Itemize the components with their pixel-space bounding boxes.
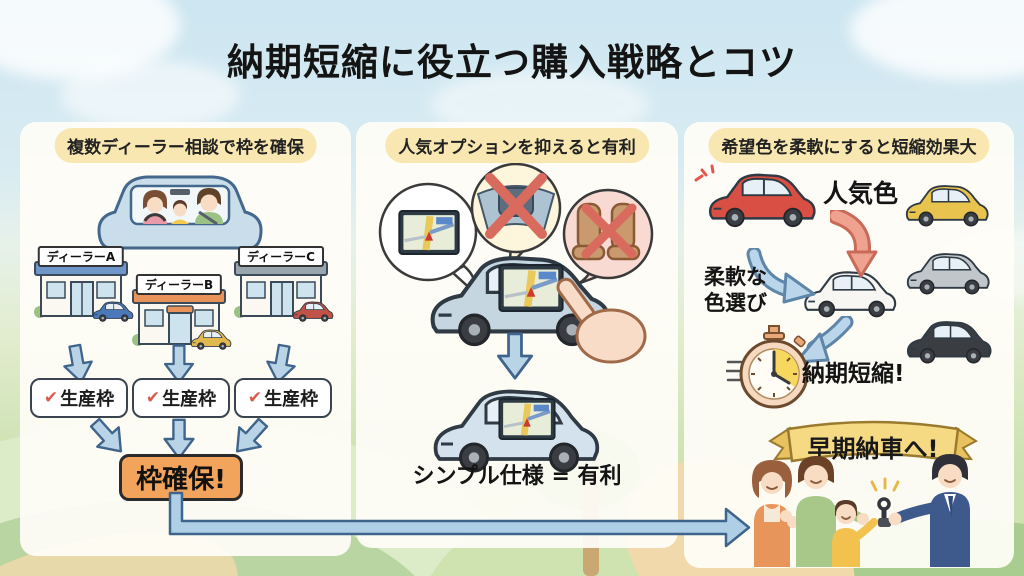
stopwatch-icon bbox=[726, 325, 809, 409]
pointing-hand-icon bbox=[556, 277, 647, 364]
nav-screen-icon bbox=[498, 398, 556, 440]
dealer-a-sign: ディーラーA bbox=[37, 246, 125, 267]
silver-car bbox=[903, 250, 993, 297]
red-x-icon bbox=[485, 173, 547, 239]
slot-label: 生産枠 bbox=[162, 389, 217, 410]
sparkle-icon bbox=[694, 164, 715, 182]
family-car-illustration bbox=[97, 175, 263, 250]
dealer-a: ディーラーA bbox=[33, 246, 129, 322]
dealer-b: ディーラーB bbox=[131, 274, 227, 350]
early-delivery-banner: 早期納車へ! bbox=[768, 414, 978, 474]
shortened-label: 納期短縮! bbox=[802, 361, 905, 387]
dealer-c-car bbox=[291, 300, 335, 323]
production-slot-badge: ✔ 生産枠 bbox=[234, 378, 332, 418]
production-slot-badge: ✔ 生産枠 bbox=[132, 378, 230, 418]
dealer-c-sign: ディーラーC bbox=[238, 246, 324, 267]
popular-color-label: 人気色 bbox=[823, 179, 899, 208]
slot-label: 生産枠 bbox=[60, 389, 115, 410]
dealer-a-car bbox=[91, 300, 135, 323]
dealer-c: ディーラーC bbox=[233, 246, 329, 322]
ribbon-banner-icon bbox=[768, 420, 978, 463]
red-x-icon bbox=[581, 203, 637, 259]
arrow-down-icon bbox=[496, 332, 534, 380]
car-key-icon bbox=[877, 497, 891, 527]
banner-label: 早期納車へ! bbox=[807, 435, 939, 463]
check-icon: ✔ bbox=[43, 388, 59, 408]
check-icon: ✔ bbox=[145, 388, 161, 408]
simple-spec-caption: シンプル仕様 = 有利 bbox=[412, 464, 622, 489]
seats-option-bubble bbox=[562, 188, 654, 288]
panel-header-dealers: 複数ディーラー相談で枠を確保 bbox=[54, 128, 317, 163]
blue-curved-arrow-icon bbox=[794, 316, 854, 364]
panel-header-colors: 希望色を柔軟にすると短縮効果大 bbox=[708, 128, 990, 163]
production-slot-badge: ✔ 生産枠 bbox=[30, 378, 128, 418]
nav-screen-icon bbox=[498, 264, 564, 312]
dealer-b-car bbox=[189, 328, 233, 351]
yellow-car bbox=[902, 182, 992, 229]
panel-flexible-color: 希望色を柔軟にすると短縮効果大 人気色 柔軟な 色選び bbox=[684, 122, 1014, 568]
dealer-b-sign: ディーラーB bbox=[135, 274, 223, 295]
slot-label: 生産枠 bbox=[264, 389, 319, 410]
panel-multiple-dealers: 複数ディーラー相談で枠を確保 ディーラーA bbox=[20, 122, 351, 556]
red-popular-car bbox=[704, 170, 820, 230]
cloud bbox=[60, 60, 240, 130]
page-title: 納期短縮に役立つ購入戦略とコツ bbox=[227, 41, 797, 84]
family-key-handover-illustration bbox=[752, 454, 970, 567]
check-icon: ✔ bbox=[247, 388, 263, 408]
slot-secured-badge: 枠確保! bbox=[119, 454, 243, 501]
sunroof-option-bubble bbox=[470, 162, 562, 273]
panel-header-options: 人気オプションを抑えると有利 bbox=[385, 128, 649, 163]
sparkle-icon bbox=[870, 477, 900, 492]
blue-curved-arrow-icon bbox=[746, 248, 816, 304]
flexible-choice-label: 柔軟な 色選び bbox=[704, 265, 767, 316]
red-curved-arrow-icon bbox=[830, 210, 878, 278]
black-car bbox=[903, 318, 995, 366]
panel-limit-options: 人気オプションを抑えると有利 bbox=[356, 122, 678, 548]
secured-label: 枠確保! bbox=[136, 465, 226, 495]
